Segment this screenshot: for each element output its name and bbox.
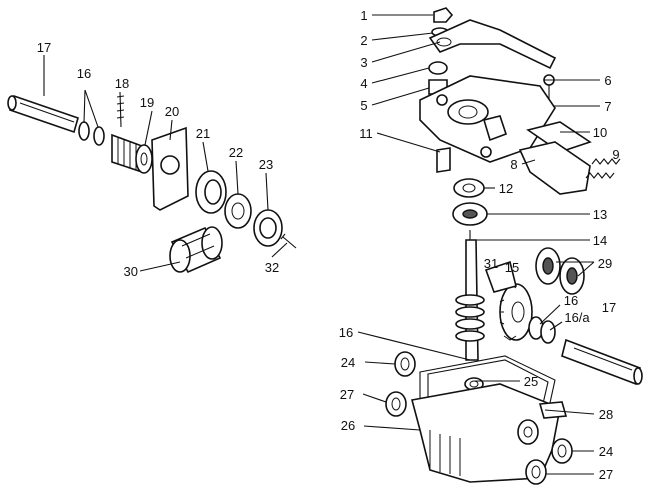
- pin-32: [280, 233, 297, 249]
- callout-21: 21: [196, 126, 210, 141]
- callout-10: 10: [593, 125, 607, 140]
- callout-15: 15: [505, 260, 519, 275]
- callout-20: 20: [165, 104, 179, 119]
- callout-16a: 16/a: [564, 310, 590, 325]
- o-ring-4: [428, 61, 448, 75]
- callout-19: 19: [140, 95, 154, 110]
- callout-32: 32: [265, 260, 279, 275]
- callout-27-left: 27: [340, 387, 354, 402]
- callout-22: 22: [229, 145, 243, 160]
- needle-bearing-24-left: [394, 351, 416, 377]
- callout-17-right: 17: [602, 300, 616, 315]
- callout-1: 1: [360, 8, 367, 23]
- splined-washer-23: [253, 209, 283, 247]
- bearing-21: [195, 170, 227, 214]
- callout-labels: 17 16 18 19 20 21 22 23 30 32 1 2 3 4 5 …: [37, 8, 620, 482]
- plate-20: [151, 126, 189, 211]
- worm-shaft-14: [455, 230, 485, 361]
- callout-6: 6: [604, 73, 611, 88]
- needle-bearing-30: [169, 226, 223, 274]
- callout-25: 25: [524, 374, 538, 389]
- lever-3: [428, 19, 557, 70]
- left-shaft-17: [7, 94, 79, 134]
- callout-24-right: 24: [599, 444, 613, 459]
- pin-18: [116, 91, 125, 128]
- callout-17-left: 17: [37, 40, 51, 55]
- needle-bearing-27-right: [525, 459, 547, 485]
- bracket-31: [484, 260, 517, 293]
- splined-sleeve-19: [111, 133, 153, 174]
- needle-bearing-27-left: [385, 391, 407, 417]
- callout-13: 13: [593, 207, 607, 222]
- gear-15: [499, 283, 533, 341]
- callout-9: 9: [612, 147, 619, 162]
- callout-28: 28: [599, 407, 613, 422]
- callout-31: 31: [484, 256, 498, 271]
- springs-9: [585, 158, 621, 179]
- callout-14: 14: [593, 233, 607, 248]
- callout-12: 12: [499, 181, 513, 196]
- housing-26: [411, 383, 568, 483]
- callout-30: 30: [124, 264, 138, 279]
- bearings-29: [535, 247, 585, 295]
- washer-22: [224, 193, 252, 229]
- left-washers-16: [78, 121, 105, 146]
- right-shaft-17: [561, 338, 643, 386]
- bracket-8: [518, 141, 591, 195]
- callout-16-housing: 16: [339, 325, 353, 340]
- callout-16-right: 16: [564, 293, 578, 308]
- callout-16-left: 16: [77, 66, 91, 81]
- callout-11: 11: [359, 126, 373, 141]
- callout-18: 18: [115, 76, 129, 91]
- callout-23: 23: [259, 157, 273, 172]
- leader-lines: [43, 14, 600, 475]
- callout-29: 29: [598, 256, 612, 271]
- pin-11: [436, 147, 451, 173]
- callout-24-left: 24: [341, 355, 355, 370]
- washers-16-16a: [528, 316, 556, 344]
- nut-1: [433, 7, 454, 23]
- callout-4: 4: [360, 76, 367, 91]
- gear-nut-12: [453, 178, 485, 198]
- callout-26: 26: [341, 418, 355, 433]
- bearing-13: [452, 202, 488, 226]
- callout-5: 5: [360, 98, 367, 113]
- callout-3: 3: [360, 55, 367, 70]
- callout-8: 8: [510, 157, 517, 172]
- needle-bearing-24-right: [551, 438, 573, 464]
- callout-27-right: 27: [599, 467, 613, 482]
- callout-2: 2: [360, 33, 367, 48]
- callout-7: 7: [604, 99, 611, 114]
